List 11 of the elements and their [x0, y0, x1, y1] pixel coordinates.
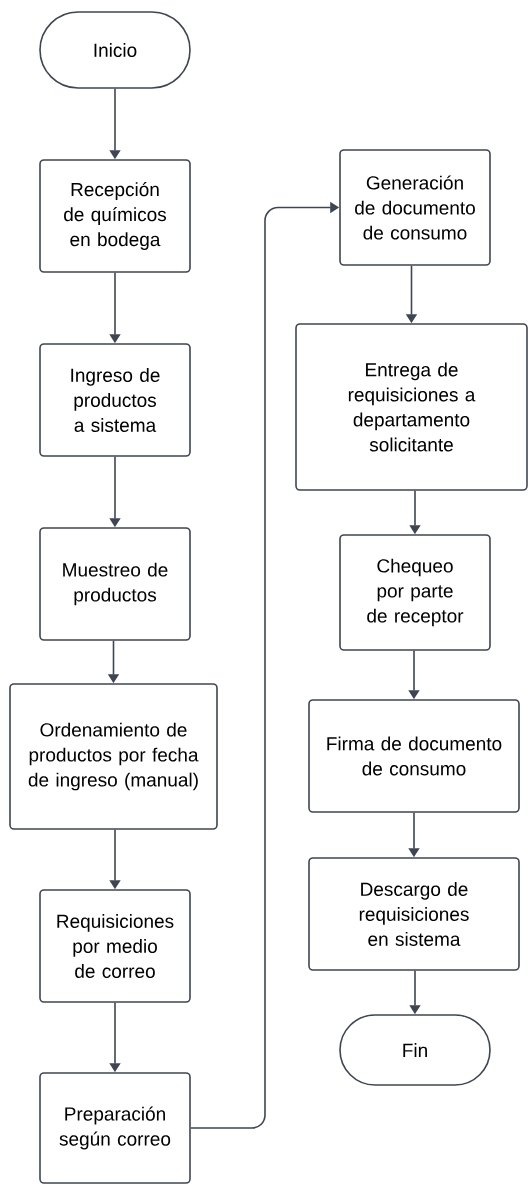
process-box: Recepción de químicos en bodega — [39, 159, 191, 273]
process-box: Generación de documento de consumo — [339, 149, 491, 266]
process-box: Requisiciones por medio de correo — [39, 889, 191, 1003]
process-box: Descargo de requisiciones en sistema — [308, 857, 520, 971]
process-box: Ingreso de productos a sistema — [39, 343, 191, 457]
process-box: Ordenamiento de productos por fecha de ingreso (manual) — [9, 683, 218, 830]
process-box: Firma de documento de consumo — [308, 699, 520, 813]
process-box: Chequeo por parte de receptor — [339, 534, 491, 651]
process-box: Preparación según correo — [39, 1072, 191, 1184]
process-box: Entrega de requisiciones a departamento solicitante — [295, 323, 528, 491]
process-box: Muestreo de productos — [39, 527, 191, 641]
